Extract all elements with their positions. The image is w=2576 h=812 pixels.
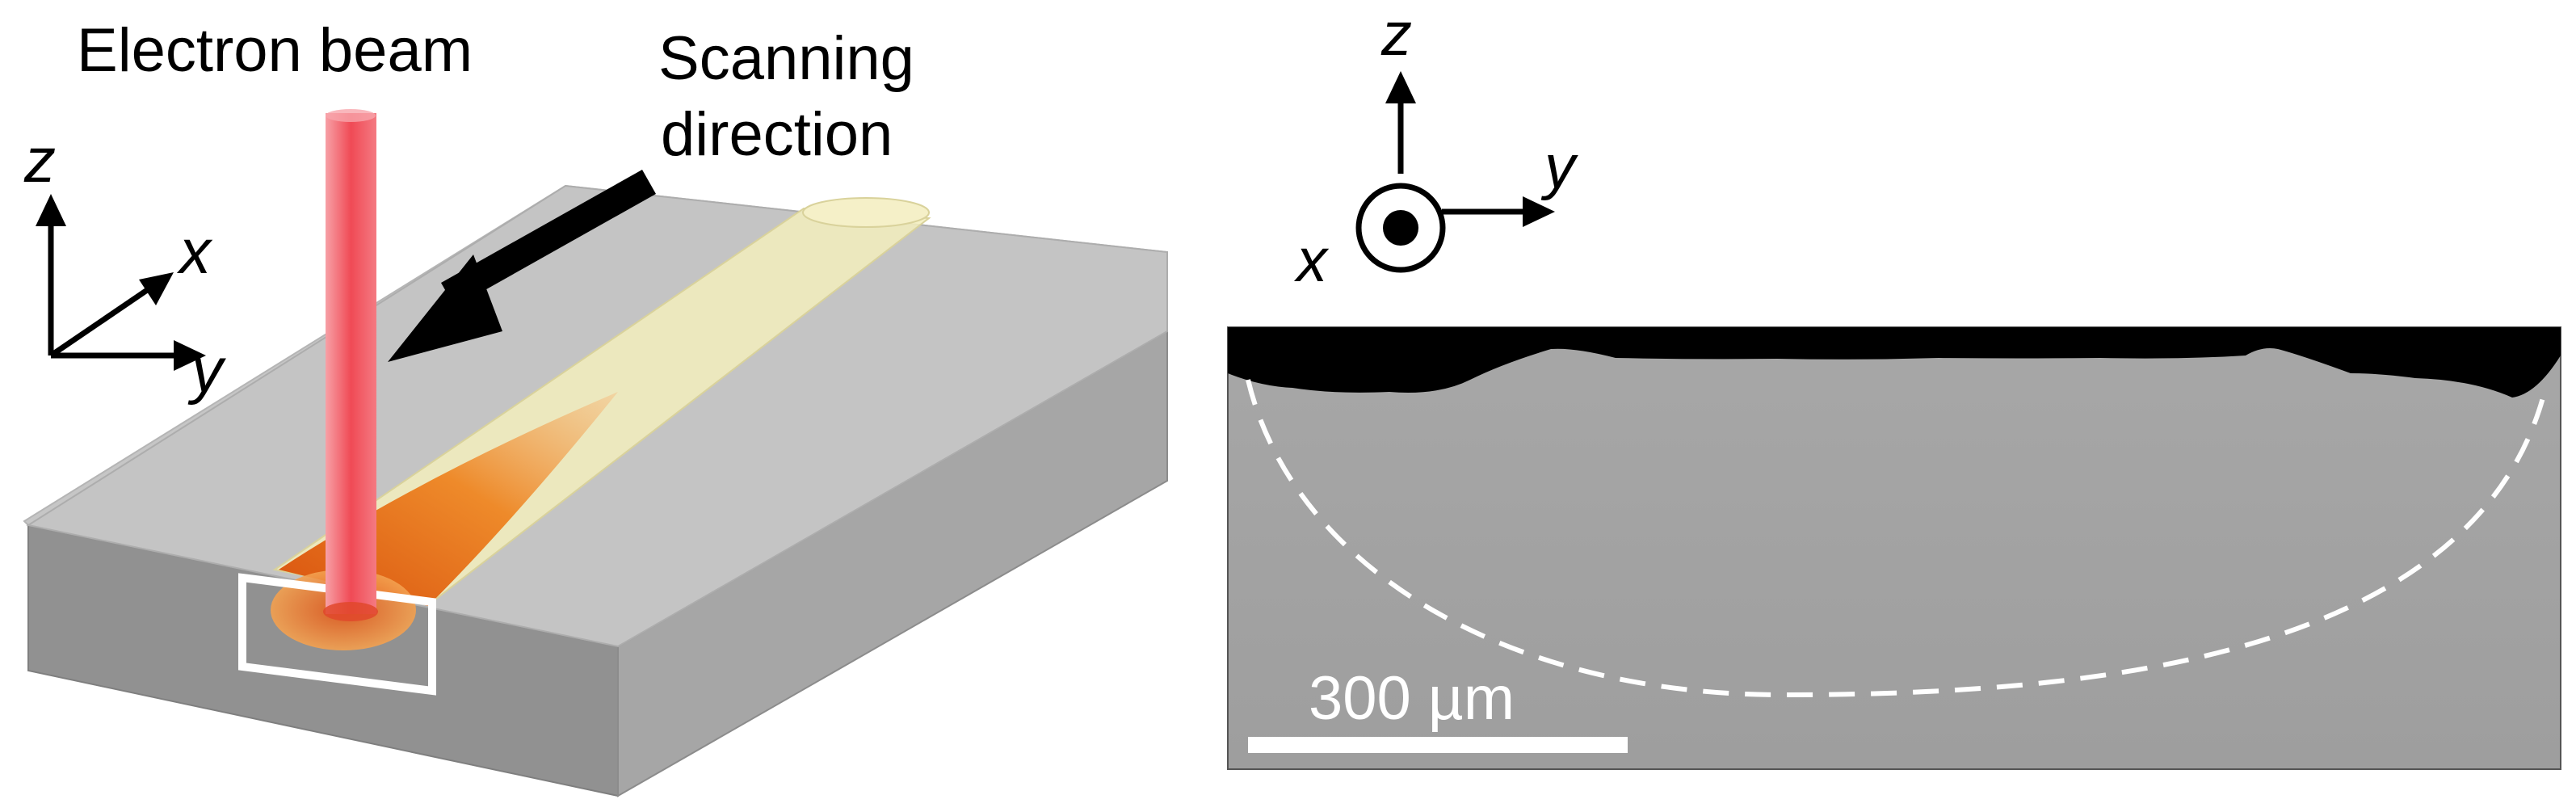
scale-bar-label: 300 µm [1309, 664, 1515, 733]
right-axis-x-label: x [1293, 226, 1330, 295]
axes-icon [36, 194, 206, 371]
electron-beam-spot [323, 602, 378, 621]
right-axes-icon [1355, 71, 1555, 273]
electron-beam-label: Electron beam [77, 16, 473, 85]
left-axis-z-label: z [23, 124, 56, 196]
micrograph-image [1227, 326, 2561, 770]
schematic-panel [23, 109, 1168, 797]
electron-beam-top [326, 109, 376, 122]
right-axis-y-label: y [1540, 133, 1578, 201]
scanning-direction-label-line2: direction [661, 100, 893, 169]
micrograph-panel: z y x 300 µm [1227, 0, 2561, 770]
melt-track-end [802, 197, 930, 228]
left-axis-y-label: y [187, 334, 226, 406]
right-axis-z-label: z [1380, 0, 1412, 69]
scale-bar [1248, 737, 1628, 753]
electron-beam [326, 113, 376, 614]
micrograph-void [1228, 327, 2561, 398]
left-axis-x-label: x [176, 216, 213, 287]
scanning-direction-label-line1: Scanning [658, 24, 914, 93]
scanning-arrow-icon [388, 170, 656, 362]
